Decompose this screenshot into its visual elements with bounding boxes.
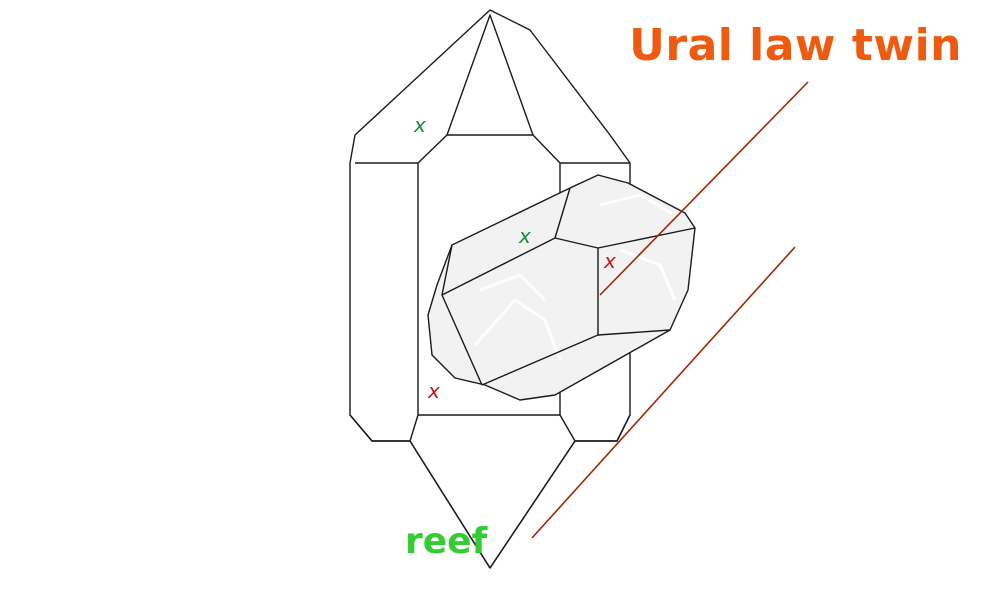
twin-plane-lines xyxy=(531,81,809,539)
twin-crystal-body xyxy=(427,174,696,401)
twin-edges xyxy=(441,187,696,386)
diagram-title: Ural law twin xyxy=(629,20,962,71)
lower-pyramid-left xyxy=(409,440,491,569)
lower-pyramid-right xyxy=(489,440,576,569)
red-mark-twin: x xyxy=(603,249,616,273)
twin-hidden-edges xyxy=(473,193,681,361)
green-mark-upper: x xyxy=(413,113,426,137)
reef-label: reef xyxy=(405,521,488,562)
green-mark-twin: x xyxy=(518,224,531,248)
lower-edge-right xyxy=(559,414,631,442)
twin-plane-line-lower xyxy=(531,246,796,539)
twin-crystal xyxy=(427,174,696,401)
lower-edge-left xyxy=(349,414,419,442)
twin-plane-line-upper xyxy=(599,81,809,296)
red-mark-lower: x xyxy=(427,379,440,403)
upper-edge-right xyxy=(532,134,630,164)
upper-edge-left xyxy=(355,134,448,164)
upper-pyramid-face xyxy=(446,14,534,136)
